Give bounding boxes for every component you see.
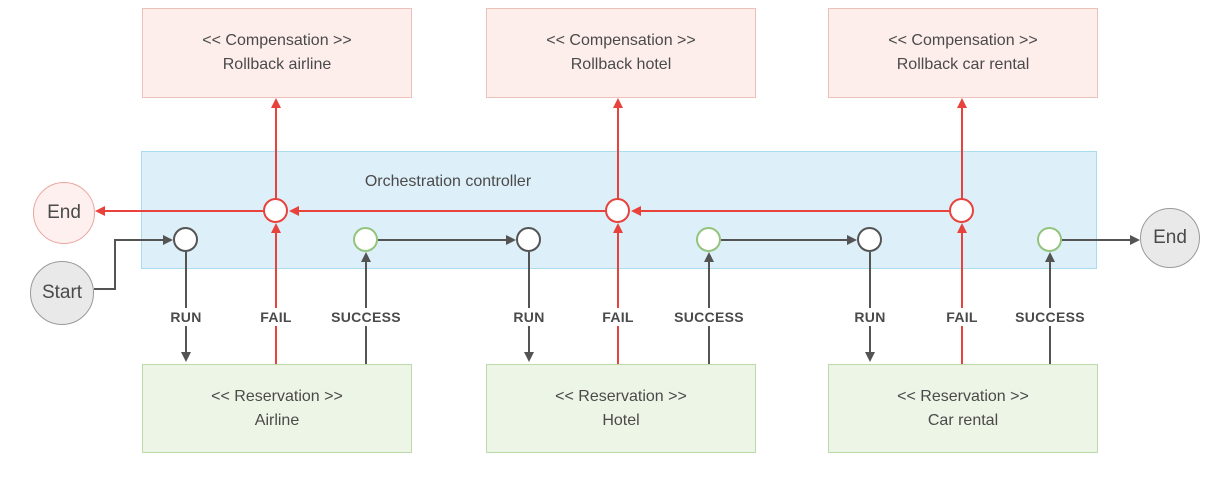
start-flow-line <box>114 239 116 290</box>
reservation-name-label: Car rental <box>927 411 999 429</box>
success-node-3 <box>1037 227 1062 252</box>
success-label-3: SUCCESS <box>1010 308 1090 326</box>
fail-line <box>275 233 277 364</box>
success-node-1 <box>353 227 378 252</box>
arrowhead-up <box>1045 252 1055 262</box>
fail-bus-line <box>641 210 950 212</box>
fail-junction-node-1 <box>263 198 288 223</box>
run-node-3 <box>857 227 882 252</box>
arrowhead-up <box>957 98 967 108</box>
start-terminal: Start <box>30 261 94 325</box>
orchestration-controller-label: Orchestration controller <box>364 173 532 190</box>
fail-line <box>617 233 619 364</box>
compensation-stereotype-label: << Compensation >> <box>546 32 696 49</box>
fail-label-2: FAIL <box>597 308 639 326</box>
reservation-name-label: Hotel <box>602 411 640 429</box>
run-label-2: RUN <box>508 308 550 326</box>
compensation-stereotype-label: << Compensation >> <box>202 32 352 49</box>
compensation-box-airline: << Compensation >> Rollback airline <box>142 8 412 98</box>
run-line <box>185 252 187 352</box>
flow-line <box>721 239 847 241</box>
run-node-2 <box>516 227 541 252</box>
compensate-line <box>617 108 619 199</box>
fail-line <box>961 233 963 364</box>
arrowhead-down <box>865 352 875 362</box>
flow-line <box>378 239 506 241</box>
end-terminal-right: End <box>1140 208 1200 268</box>
reservation-stereotype-label: << Reservation >> <box>211 387 343 405</box>
arrowhead-down <box>181 352 191 362</box>
fail-label-1: FAIL <box>255 308 297 326</box>
arrowhead-up <box>361 252 371 262</box>
run-label-3: RUN <box>849 308 891 326</box>
compensation-box-hotel: << Compensation >> Rollback hotel <box>486 8 756 98</box>
compensation-stereotype-label: << Compensation >> <box>888 32 1038 49</box>
start-flow-line <box>114 239 163 241</box>
success-label-1: SUCCESS <box>326 308 406 326</box>
compensation-name-label: Rollback car rental <box>896 56 1030 73</box>
arrowhead-up <box>271 223 281 233</box>
end-flow-line <box>1062 239 1130 241</box>
compensation-name-label: Rollback hotel <box>570 56 672 73</box>
reservation-box-car-rental: << Reservation >> Car rental <box>828 364 1098 453</box>
fail-junction-node-2 <box>605 198 630 223</box>
compensate-line <box>961 108 963 199</box>
reservation-stereotype-label: << Reservation >> <box>555 387 687 405</box>
fail-junction-node-3 <box>949 198 974 223</box>
arrowhead-right <box>163 235 173 245</box>
arrowhead-up <box>704 252 714 262</box>
start-flow-line <box>94 288 116 290</box>
end-terminal-left: End <box>33 182 95 244</box>
arrowhead-up <box>957 223 967 233</box>
arrowhead-up <box>613 98 623 108</box>
arrowhead-right <box>847 235 857 245</box>
start-label: Start <box>41 282 83 303</box>
success-label-2: SUCCESS <box>669 308 749 326</box>
fail-bus-line <box>105 210 264 212</box>
run-line <box>528 252 530 352</box>
compensate-line <box>275 108 277 199</box>
reservation-stereotype-label: << Reservation >> <box>897 387 1029 405</box>
compensation-name-label: Rollback airline <box>222 56 332 73</box>
end-label: End <box>1153 227 1187 248</box>
fail-bus-line <box>299 210 606 212</box>
fail-label-3: FAIL <box>941 308 983 326</box>
arrowhead-down <box>524 352 534 362</box>
reservation-box-airline: << Reservation >> Airline <box>142 364 412 453</box>
arrowhead-right <box>506 235 516 245</box>
run-line <box>869 252 871 352</box>
reservation-box-hotel: << Reservation >> Hotel <box>486 364 756 453</box>
end-label: End <box>47 202 81 223</box>
arrowhead-up <box>613 223 623 233</box>
arrowhead-up <box>271 98 281 108</box>
success-node-2 <box>696 227 721 252</box>
reservation-name-label: Airline <box>254 411 300 429</box>
arrowhead-left <box>95 206 105 216</box>
run-label-1: RUN <box>165 308 207 326</box>
arrowhead-left <box>289 206 299 216</box>
arrowhead-right <box>1130 235 1140 245</box>
run-node-1 <box>173 227 198 252</box>
compensation-box-car-rental: << Compensation >> Rollback car rental <box>828 8 1098 98</box>
arrowhead-left <box>631 206 641 216</box>
